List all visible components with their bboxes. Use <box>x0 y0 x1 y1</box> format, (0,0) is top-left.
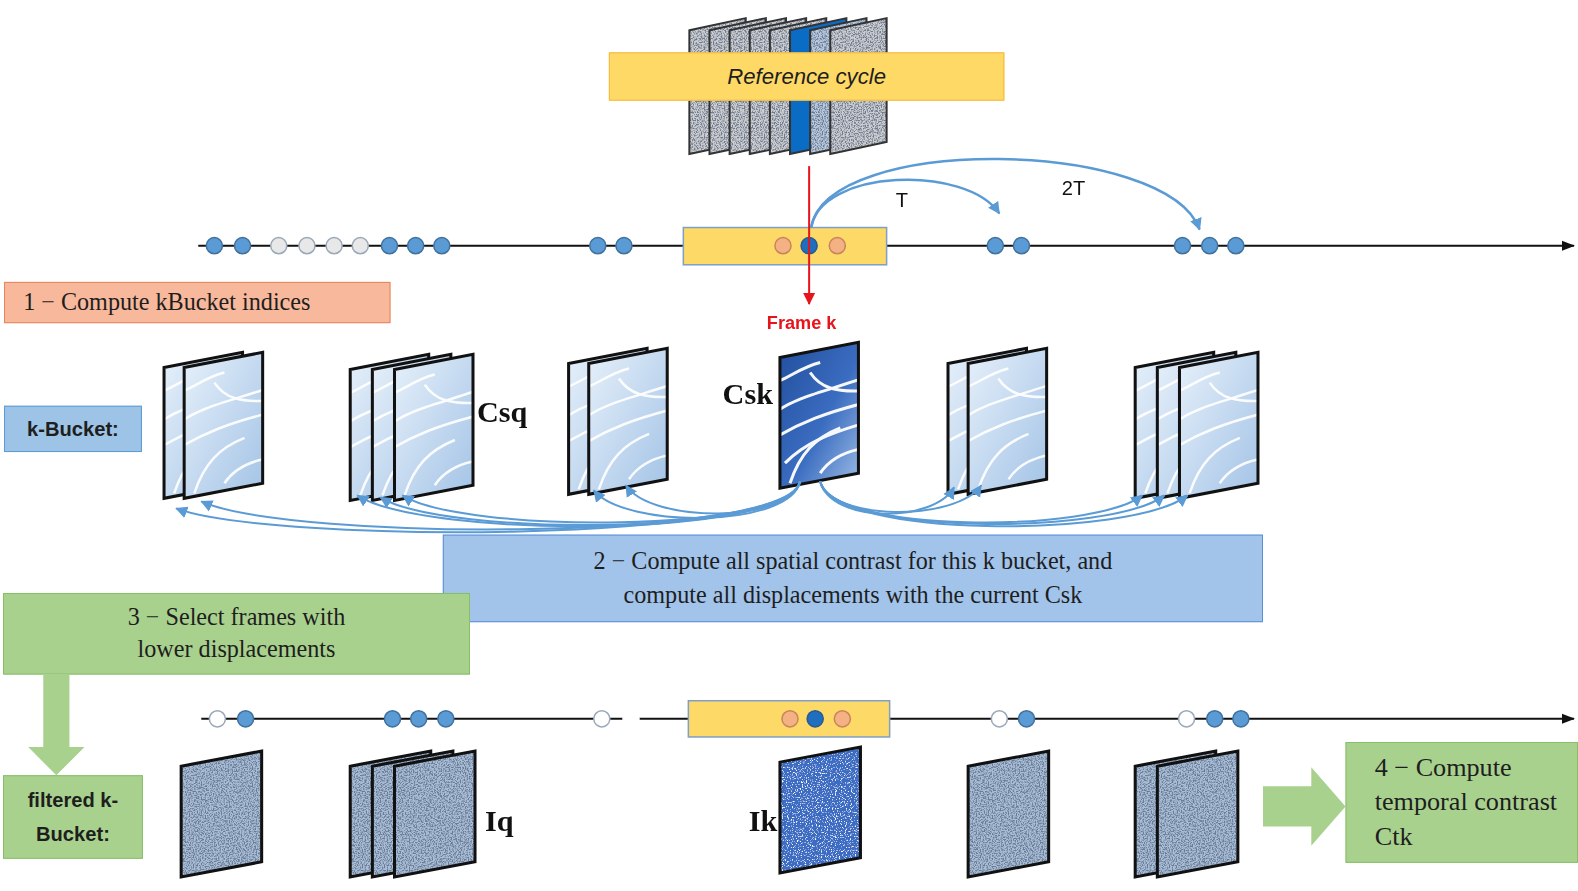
displacement-arrow <box>820 481 1187 526</box>
bucket-dot <box>987 238 1003 254</box>
node-text: filtered k-Bucket: <box>13 784 134 850</box>
other-dot <box>326 238 342 254</box>
bucket-dot <box>238 711 254 727</box>
reference-window <box>683 228 886 265</box>
contrast-frame <box>389 354 480 500</box>
step-box: 2 − Compute all spatial contrast for thi… <box>443 535 1263 623</box>
bucket-dot <box>1233 711 1249 727</box>
bucket-dot <box>1013 238 1029 254</box>
bucket-dot <box>408 238 424 254</box>
math-symbol: Csk <box>723 377 773 411</box>
step-box: 1 − Compute kBucket indices <box>4 282 390 323</box>
frame-dots <box>206 238 1244 254</box>
speckle-frame <box>968 751 1049 877</box>
neighbour-dot <box>834 711 850 727</box>
current-dot <box>807 711 823 727</box>
step-box: 3 − Select frames with lower displacemen… <box>3 593 470 675</box>
rejected-dot <box>1178 711 1194 727</box>
speckle-frame <box>181 751 262 877</box>
period-arc <box>811 159 1199 230</box>
node-text: 3 − Select frames with lower displacemen… <box>105 602 369 665</box>
displacement-arrows <box>176 481 1187 532</box>
bucket-dot <box>1202 238 1218 254</box>
bucket-dot <box>1174 238 1190 254</box>
bucket-dot <box>1228 238 1244 254</box>
bucket-dot <box>590 238 606 254</box>
displacement-arrow <box>176 481 800 532</box>
period-label: T <box>896 189 908 212</box>
math-symbol: Iq <box>485 803 514 837</box>
other-dot <box>271 238 287 254</box>
rejected-dot <box>594 711 610 727</box>
block-arrow <box>1263 767 1346 846</box>
math-symbol: Csq <box>477 395 527 429</box>
period-label: 2T <box>1062 177 1085 200</box>
bucket-dot <box>384 711 400 727</box>
reference-cycle-box: Reference cycle <box>609 52 1005 100</box>
neighbour-dot <box>782 711 798 727</box>
displacement-arrow <box>820 481 981 512</box>
bucket-dot <box>206 238 222 254</box>
other-dot <box>299 238 315 254</box>
node-text: 1 − Compute kBucket indices <box>23 289 310 316</box>
displacement-arrow <box>594 481 800 518</box>
step-box: 4 − Compute temporal contrast Ctk <box>1346 742 1578 863</box>
displacement-arrow <box>820 481 1164 524</box>
node-text: 4 − Compute temporal contrast Ctk <box>1375 751 1566 853</box>
frame-marker-line <box>808 166 810 304</box>
bucket-dot <box>434 238 450 254</box>
bucket-dot <box>616 238 632 254</box>
rejected-dot <box>991 711 1007 727</box>
bucket-dot <box>1018 711 1034 727</box>
displacement-arrow <box>626 481 800 513</box>
bucket-dot <box>438 711 454 727</box>
bucket-tag: k-Bucket: <box>4 406 142 452</box>
bucket-dot <box>234 238 250 254</box>
flow-arrow <box>43 675 69 747</box>
contrast-frame <box>1174 352 1265 498</box>
node-text: k-Bucket: <box>27 417 119 440</box>
math-symbol: Ik <box>749 803 778 837</box>
bucket-dot <box>1207 711 1223 727</box>
displacement-arrow <box>357 481 800 526</box>
frame-marker-label: Frame k <box>767 313 836 334</box>
other-dot <box>352 238 368 254</box>
bucket-dot <box>411 711 427 727</box>
current-speckle-frame <box>780 747 861 873</box>
period-arc <box>811 180 999 228</box>
contrast-frame <box>584 348 675 494</box>
displacement-arrow <box>403 481 801 522</box>
displacement-arrow <box>201 481 800 529</box>
node-text: Reference cycle <box>727 63 886 89</box>
neighbour-dot <box>775 238 791 254</box>
contrast-frame <box>179 352 270 498</box>
speckle-frame <box>395 751 476 877</box>
displacement-arrow <box>380 481 800 525</box>
neighbour-dot <box>829 238 845 254</box>
rejected-dot <box>623 711 639 727</box>
bucket-tag: filtered k-Bucket: <box>3 775 143 859</box>
speckle-frame <box>1157 751 1238 877</box>
bucket-dot <box>381 238 397 254</box>
contrast-frame <box>963 348 1054 494</box>
node-text: 2 − Compute all spatial contrast for thi… <box>564 545 1143 613</box>
reference-window <box>688 701 889 737</box>
rejected-dot <box>209 711 225 727</box>
current-contrast-frame <box>775 342 866 488</box>
frame-dots <box>209 711 1249 727</box>
